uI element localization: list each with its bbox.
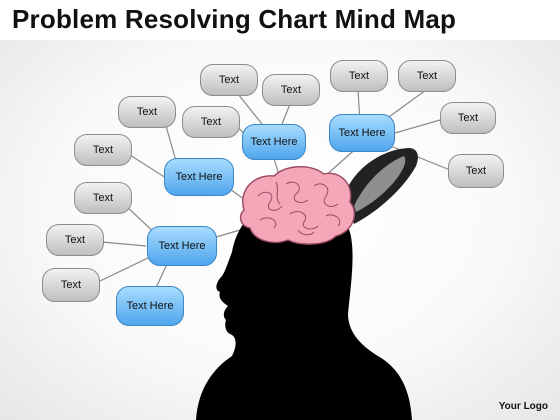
logo-text: Your Logo bbox=[498, 401, 548, 412]
leaf-node: Text bbox=[182, 106, 240, 138]
brain-icon bbox=[239, 166, 355, 245]
leaf-node: Text bbox=[118, 96, 176, 128]
leaf-node: Text bbox=[200, 64, 258, 96]
hub-node: Text Here bbox=[329, 114, 395, 152]
leaf-node: Text bbox=[330, 60, 388, 92]
leaf-node: Text bbox=[448, 154, 504, 188]
leaf-node: Text bbox=[440, 102, 496, 134]
page-title: Problem Resolving Chart Mind Map bbox=[12, 4, 457, 34]
leaf-node: Text bbox=[42, 268, 100, 302]
head-silhouette bbox=[196, 198, 412, 420]
leaf-node: Text bbox=[46, 224, 104, 256]
leaf-node: Text bbox=[74, 182, 132, 214]
hub-node: Text Here bbox=[242, 124, 306, 160]
leaf-node: Text bbox=[398, 60, 456, 92]
hub-node: Text Here bbox=[147, 226, 217, 266]
hub-node: Text Here bbox=[164, 158, 234, 196]
hub-node: Text Here bbox=[116, 286, 184, 326]
leaf-node: Text bbox=[262, 74, 320, 106]
leaf-node: Text bbox=[74, 134, 132, 166]
